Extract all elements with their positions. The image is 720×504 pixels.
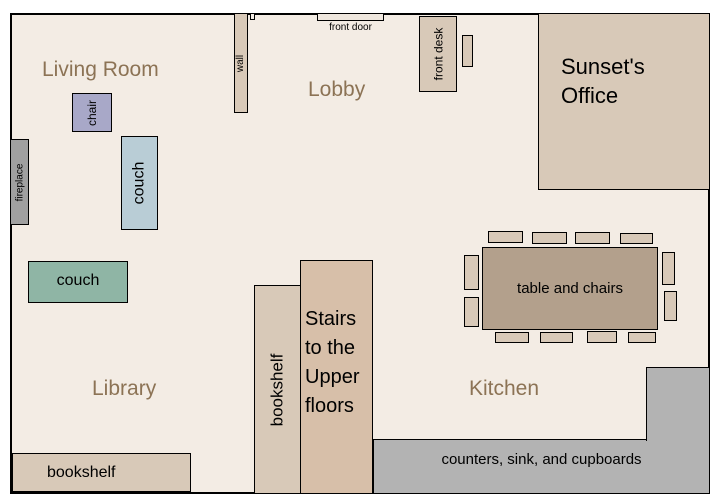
counters-label: counters, sink, and cupboards (441, 451, 642, 468)
room-label-library: Library (92, 377, 157, 400)
couch-horizontal-label: couch (56, 271, 100, 289)
table-chair (662, 252, 675, 285)
office-label: Sunset's Office (561, 54, 645, 108)
room-label-living-room: Living Room (42, 58, 159, 81)
stairs: Stairs to the Upper floors (300, 260, 373, 494)
room-label-lobby: Lobby (308, 78, 366, 101)
front-desk-label: front desk (431, 27, 446, 81)
table-chair (464, 255, 479, 290)
table-chair (628, 332, 656, 343)
bookshelf-vertical: bookshelf (254, 285, 301, 494)
stairs-label-line-1: Stairs (305, 308, 357, 330)
table-label: table and chairs (517, 280, 623, 297)
table-chair (532, 232, 567, 244)
front-desk-chair (462, 35, 473, 67)
front-door (317, 13, 384, 21)
bookshelf-vertical-label: bookshelf (267, 353, 287, 426)
counters-joint (647, 437, 708, 442)
table-chair (664, 291, 677, 321)
counters: counters, sink, and cupboards (373, 439, 710, 494)
wall-label: wall (235, 54, 247, 72)
stairs-label-line-2: to the (305, 337, 356, 359)
stairs-label-line-4: floors (305, 395, 354, 417)
table-chair (587, 331, 617, 343)
stairs-label-line-3: Upper (305, 366, 360, 388)
bookshelf-bottom: bookshelf (12, 453, 191, 492)
room-label-kitchen: Kitchen (469, 377, 540, 400)
couch-vertical: couch (121, 136, 158, 230)
couch-horizontal: couch (28, 261, 128, 303)
table-chair (540, 332, 573, 343)
table-chair (495, 332, 529, 343)
front-door-label: front door (329, 22, 372, 33)
table-chair (464, 297, 479, 327)
fireplace-label: fireplace (14, 163, 25, 201)
dining-table: table and chairs (482, 247, 658, 330)
table-chair (620, 233, 653, 244)
table-chair (575, 232, 610, 244)
chair-label: chair (84, 99, 99, 126)
front-desk: front desk (419, 16, 457, 92)
sunsets-office: Sunset's Office (538, 13, 710, 190)
table-chair (488, 231, 523, 243)
wall: wall (234, 13, 248, 113)
wall-post (250, 13, 255, 20)
chair: chair (72, 93, 112, 132)
couch-vertical-label: couch (130, 161, 148, 205)
bookshelf-bottom-label: bookshelf (47, 463, 116, 481)
counters-corner (646, 367, 710, 441)
fireplace: fireplace (10, 139, 29, 225)
